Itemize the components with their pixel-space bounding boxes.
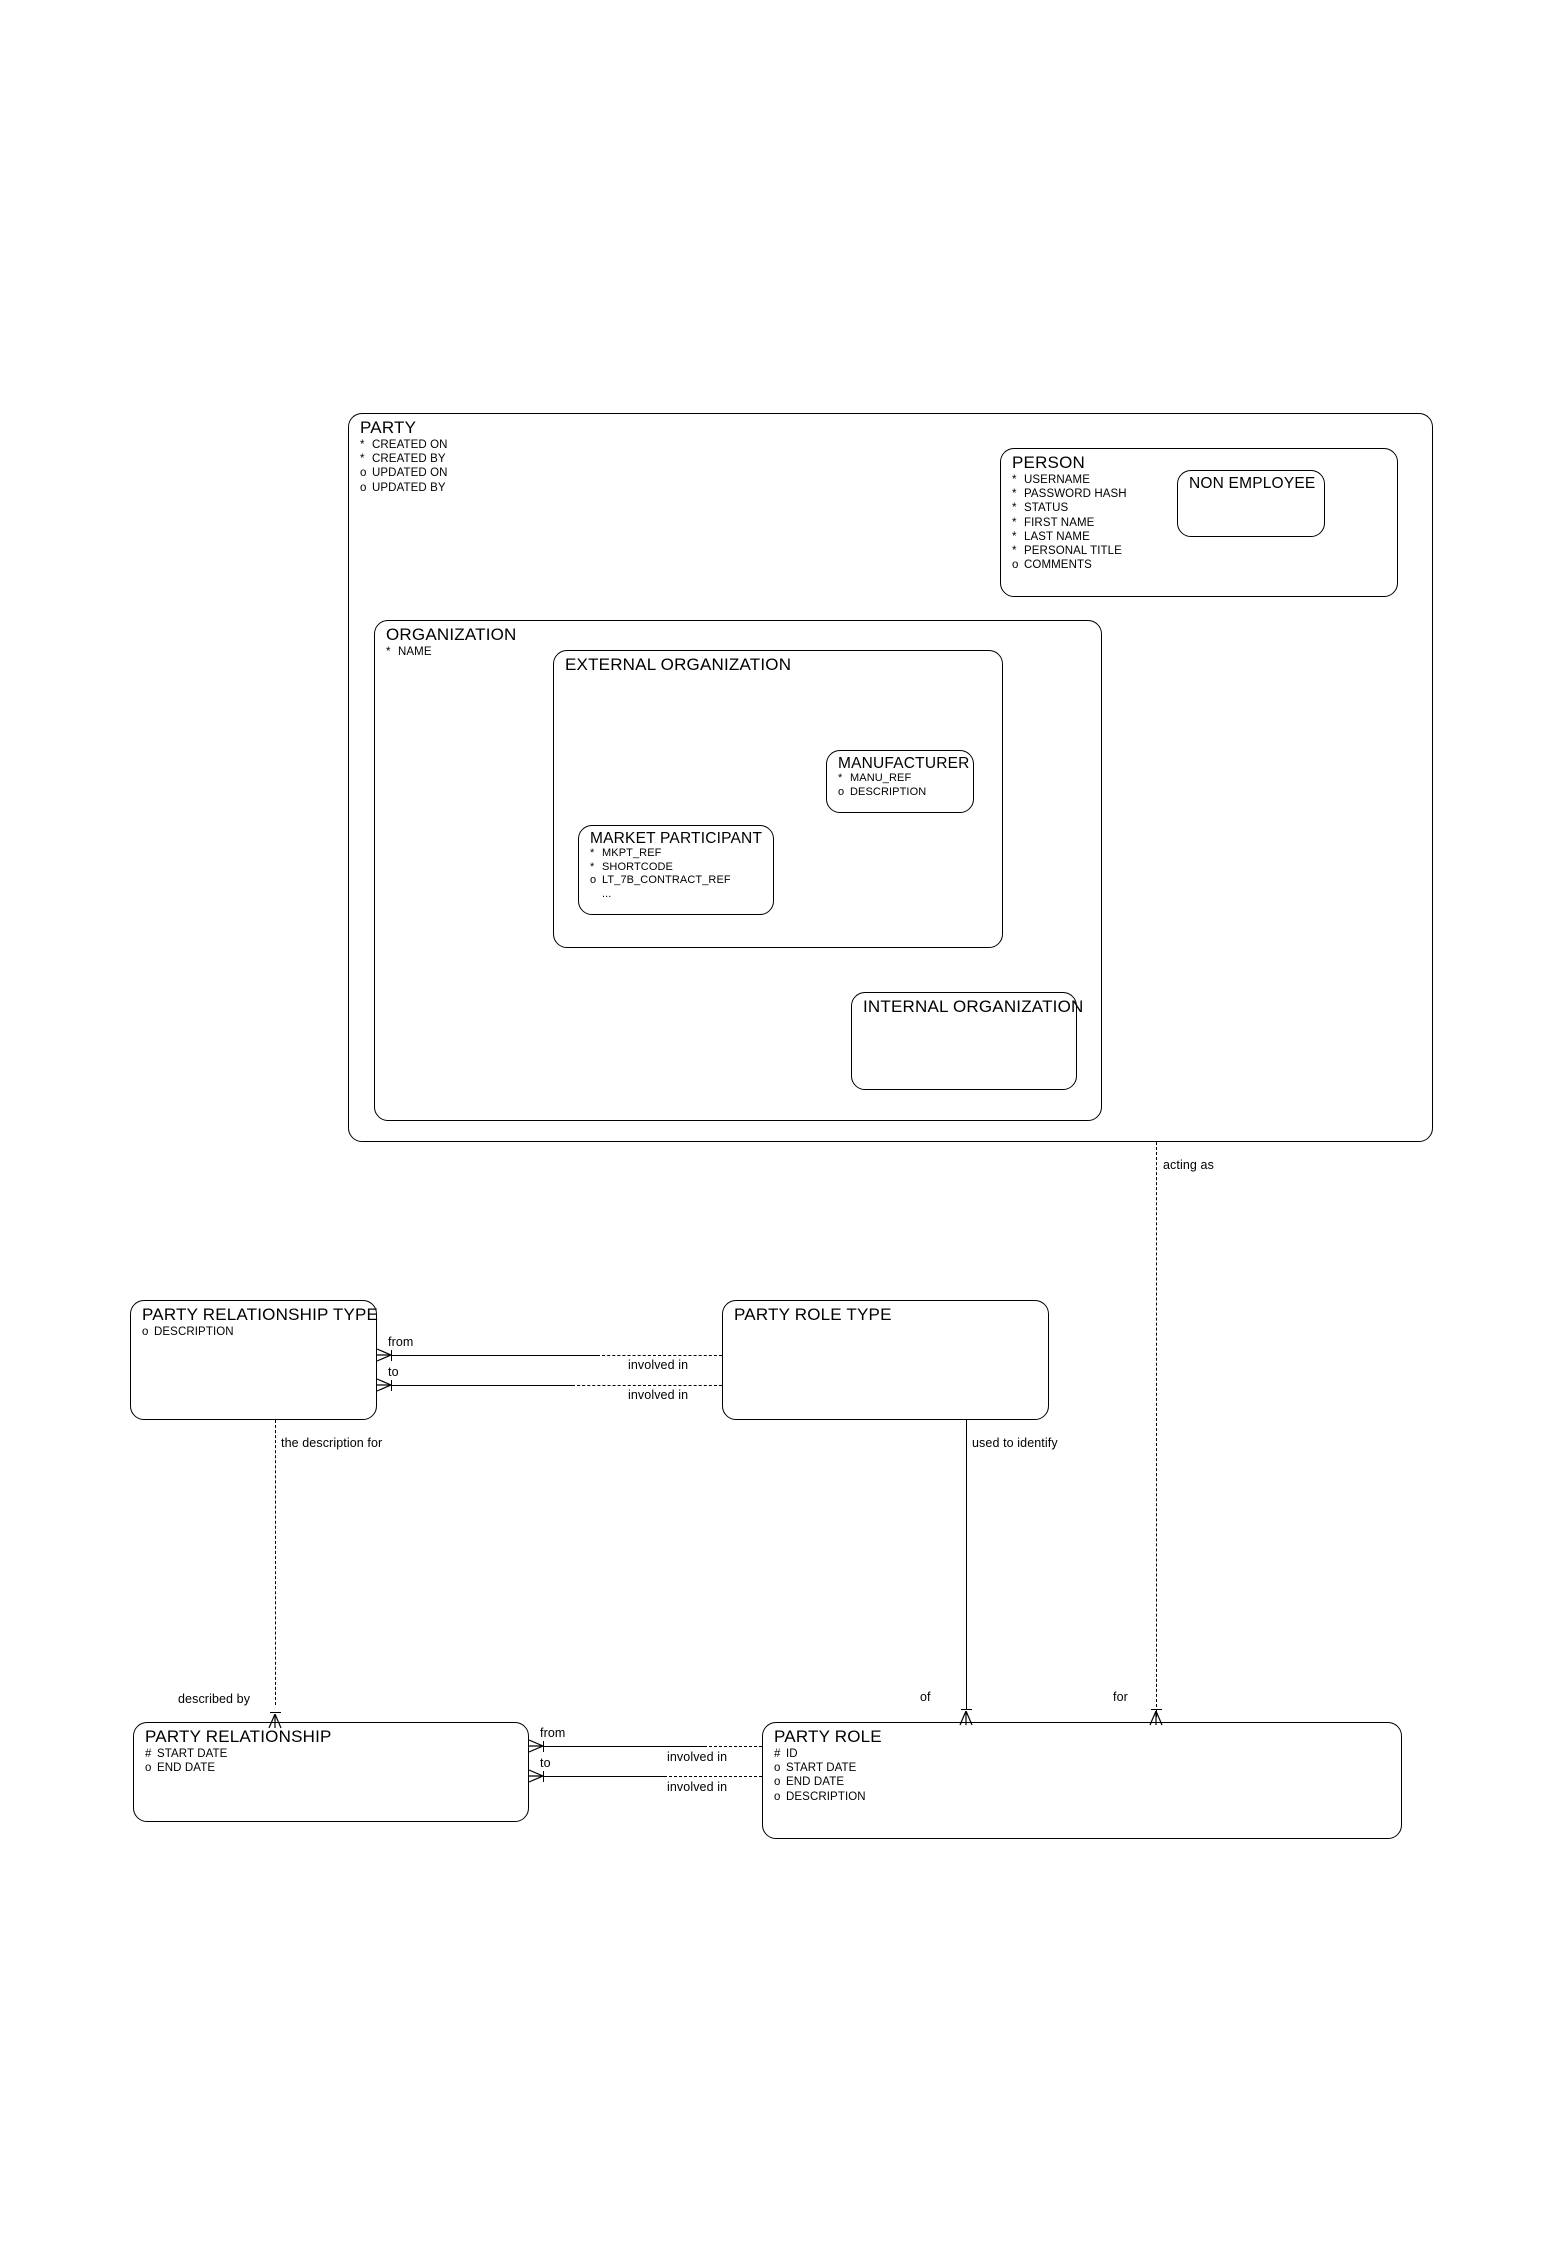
entity-person[interactable]: PERSON *USERNAME *PASSWORD HASH *STATUS … — [1000, 448, 1398, 597]
attribute-row: *LAST NAME — [1012, 530, 1090, 543]
relationship-label-pr-from: from — [540, 1726, 566, 1740]
entity-external-organization-title: EXTERNAL ORGANIZATION — [565, 655, 792, 674]
attribute-row: *USERNAME — [1012, 474, 1090, 486]
relationship-line-pr-to-solid — [544, 1776, 664, 1777]
relationship-label-from: from — [388, 1335, 414, 1349]
relationship-line-the-description-for — [275, 1420, 276, 1705]
attribute-row: *CREATED ON — [360, 439, 448, 451]
relationship-line-pr-from-solid — [544, 1746, 704, 1747]
crow-foot-pr-from — [529, 1739, 543, 1755]
entity-non-employee-title: NON EMPLOYEE — [1189, 475, 1316, 492]
entity-manufacturer-title: MANUFACTURER — [838, 755, 970, 772]
relationship-label-for: for — [1113, 1690, 1128, 1704]
cardinality-bar-described-by — [270, 1712, 281, 1714]
entity-organization[interactable]: ORGANIZATION *NAME — [374, 620, 1102, 1121]
entity-party-relationship-type-title: PARTY RELATIONSHIP TYPE — [142, 1305, 379, 1324]
relationship-line-pr-to-dashed — [664, 1776, 762, 1777]
entity-internal-organization-title: INTERNAL ORGANIZATION — [863, 997, 1084, 1016]
attribute-row: *PERSONAL TITLE — [1012, 545, 1122, 558]
relationship-label-pr-involved-in-2: involved in — [667, 1780, 728, 1794]
entity-external-organization[interactable]: EXTERNAL ORGANIZATION — [553, 650, 1003, 948]
relationship-line-pr-from-dashed — [704, 1746, 762, 1747]
entity-party-role-type-title: PARTY ROLE TYPE — [734, 1305, 892, 1324]
attribute-row: *PASSWORD HASH — [1012, 488, 1127, 501]
relationship-label-described-by: described by — [178, 1692, 251, 1706]
relationship-label-used-to-identify: used to identify — [972, 1436, 1058, 1450]
entity-internal-organization[interactable]: INTERNAL ORGANIZATION — [851, 992, 1083, 1090]
entity-market-participant-title: MARKET PARTICIPANT — [590, 830, 763, 847]
attribute-row: *NAME — [386, 646, 432, 658]
entity-party-title: PARTY — [360, 418, 417, 437]
cardinality-bar-for — [1151, 1709, 1162, 1711]
relationship-label-pr-involved-in-1: involved in — [667, 1750, 728, 1764]
relationship-line-acting-as — [1156, 1142, 1157, 1717]
relationship-label-of: of — [920, 1690, 931, 1704]
relationship-line-to-solid — [392, 1385, 572, 1386]
relationship-label-involved-in-2: involved in — [628, 1388, 689, 1402]
crow-foot-to — [377, 1378, 391, 1394]
crow-foot-from — [377, 1348, 391, 1364]
entity-party-role-type[interactable]: PARTY ROLE TYPE — [722, 1300, 1049, 1420]
attribute-row: #ID — [774, 1748, 798, 1760]
cardinality-bar-from — [391, 1350, 393, 1361]
entity-party-role-title: PARTY ROLE — [774, 1727, 882, 1746]
relationship-line-used-to-identify — [966, 1420, 967, 1710]
relationship-label-pr-to: to — [540, 1756, 551, 1770]
entity-organization-title: ORGANIZATION — [386, 625, 517, 644]
attribute-row: #START DATE — [145, 1748, 228, 1760]
crow-foot-described-by — [268, 1714, 282, 1730]
attribute-row: *STATUS — [1012, 502, 1069, 515]
crow-foot-pr-to — [529, 1769, 543, 1785]
relationship-line-from-solid — [392, 1355, 597, 1356]
attribute-row: *CREATED BY — [360, 453, 446, 466]
cardinality-bar-pr-to — [543, 1771, 545, 1782]
relationship-line-to-dashed — [572, 1385, 722, 1386]
attribute-row: *FIRST NAME — [1012, 516, 1095, 529]
entity-person-attributes: *USERNAME *PASSWORD HASH *STATUS *FIRST … — [1012, 473, 1127, 572]
entity-non-employee[interactable]: NON EMPLOYEE — [1177, 470, 1325, 537]
entity-market-participant[interactable]: MARKET PARTICIPANT *MKPT_REF *SHORTCODE … — [578, 825, 774, 915]
attribute-row: *MKPT_REF — [590, 847, 662, 859]
cardinality-bar-of — [961, 1709, 972, 1711]
cardinality-bar-to — [391, 1380, 393, 1391]
cardinality-bar-pr-from — [543, 1741, 545, 1752]
relationship-label-the-description-for: the description for — [281, 1436, 383, 1450]
relationship-label-involved-in-1: involved in — [628, 1358, 689, 1372]
attribute-row: ... — [602, 887, 612, 900]
relationship-label-to: to — [388, 1365, 399, 1379]
entity-organization-attributes: *NAME — [386, 645, 432, 659]
entity-party-relationship-title: PARTY RELATIONSHIP — [145, 1727, 332, 1746]
entity-person-title: PERSON — [1012, 453, 1085, 472]
attribute-row: *MANU_REF — [838, 772, 912, 784]
relationship-line-from-dashed — [597, 1355, 722, 1356]
attribute-row: *SHORTCODE — [590, 860, 673, 873]
relationship-label-acting-as: acting as — [1163, 1158, 1214, 1172]
